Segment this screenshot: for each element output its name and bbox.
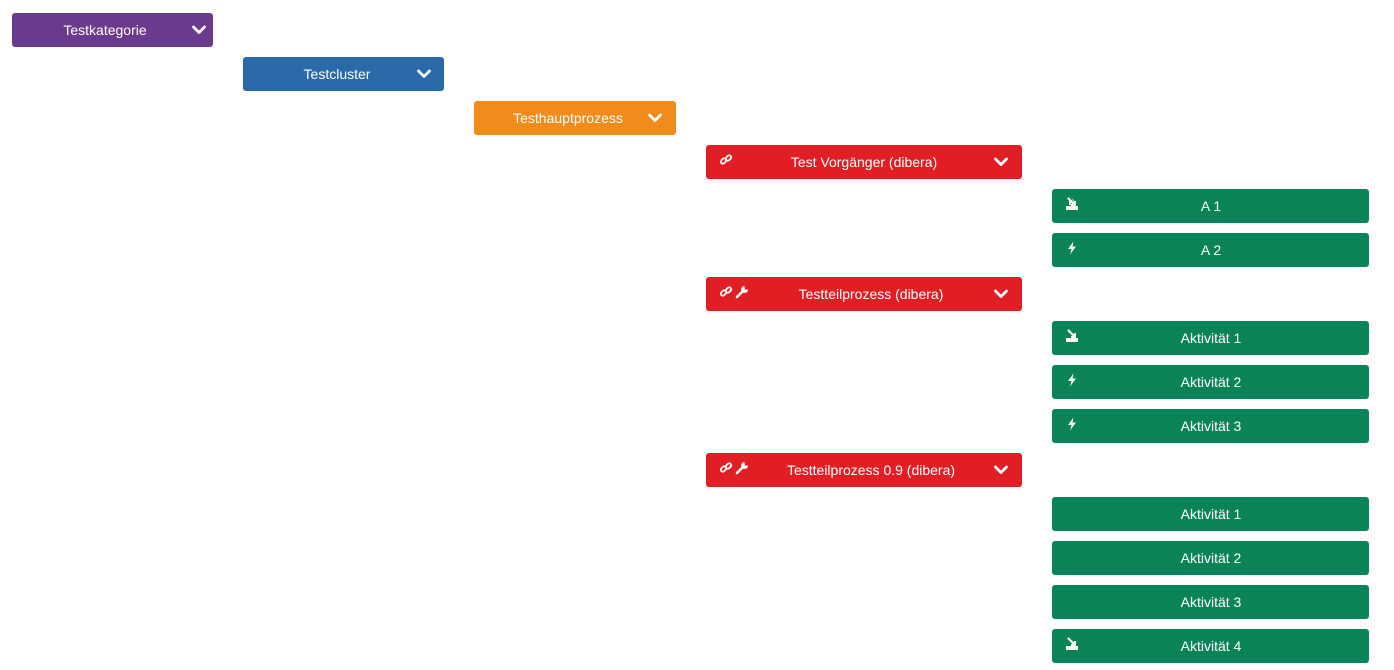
activity-node[interactable]: A 2 — [1052, 233, 1369, 267]
chevron-down-icon[interactable] — [417, 69, 431, 79]
activity-node[interactable]: Aktivität 1 — [1052, 497, 1369, 531]
bolt-icon — [1068, 241, 1076, 255]
sub-process-label: Testteilprozess (dibera) — [798, 286, 944, 302]
activity-icons — [1065, 637, 1079, 651]
process-icons — [719, 153, 733, 167]
activity-node[interactable]: Aktivität 4 — [1052, 629, 1369, 663]
activity-node[interactable]: Aktivität 3 — [1052, 585, 1369, 619]
cluster-label: Testcluster — [303, 66, 371, 82]
chevron-down-icon[interactable] — [648, 113, 662, 123]
activity-icons — [1065, 417, 1079, 431]
activity-icons — [1065, 329, 1079, 343]
chevron-down-icon[interactable] — [994, 289, 1008, 299]
activity-label: A 2 — [1200, 242, 1222, 258]
activity-label: Aktivität 2 — [1180, 550, 1242, 566]
chevron-down-icon[interactable] — [192, 25, 206, 35]
wrench-icon — [735, 286, 748, 299]
activity-label: A 1 — [1200, 198, 1222, 214]
activity-label: Aktivität 3 — [1180, 418, 1242, 434]
main-process-label: Testhauptprozess — [513, 110, 623, 126]
activity-icons — [1065, 373, 1079, 387]
link-icon — [719, 154, 733, 165]
bolt-icon — [1068, 417, 1076, 431]
activity-icons — [1065, 197, 1079, 211]
process-icons — [719, 285, 749, 299]
activity-node[interactable]: Aktivität 1 — [1052, 321, 1369, 355]
activity-label: Aktivität 1 — [1180, 506, 1242, 522]
sub-process-label: Testteilprozess 0.9 (dibera) — [786, 462, 956, 478]
link-icon — [719, 286, 733, 297]
bolt-icon — [1068, 373, 1076, 387]
activity-node[interactable]: Aktivität 3 — [1052, 409, 1369, 443]
activity-label: Aktivität 1 — [1180, 330, 1242, 346]
activity-label: Aktivität 4 — [1180, 638, 1242, 654]
activity-label: Aktivität 3 — [1180, 594, 1242, 610]
chevron-down-icon[interactable] — [994, 465, 1008, 475]
cluster-node[interactable]: Testcluster — [243, 57, 444, 91]
activity-node[interactable]: Aktivität 2 — [1052, 365, 1369, 399]
process-icons — [719, 461, 749, 475]
link-icon — [719, 462, 733, 473]
category-node[interactable]: Testkategorie — [12, 13, 213, 47]
main-process-node[interactable]: Testhauptprozess — [474, 101, 676, 135]
sub-process-label: Test Vorgänger (dibera) — [790, 154, 938, 170]
activity-node[interactable]: Aktivität 2 — [1052, 541, 1369, 575]
chevron-down-icon[interactable] — [994, 157, 1008, 167]
inbox-download-icon — [1066, 197, 1078, 210]
activity-node[interactable]: A 1 — [1052, 189, 1369, 223]
wrench-icon — [735, 462, 748, 475]
activity-label: Aktivität 2 — [1180, 374, 1242, 390]
activity-icons — [1065, 241, 1079, 255]
sub-process-node[interactable]: Testteilprozess 0.9 (dibera) — [706, 453, 1022, 487]
sub-process-node[interactable]: Testteilprozess (dibera) — [706, 277, 1022, 311]
sub-process-node[interactable]: Test Vorgänger (dibera) — [706, 145, 1022, 179]
inbox-download-icon — [1066, 637, 1078, 650]
inbox-download-icon — [1066, 329, 1078, 342]
category-label: Testkategorie — [63, 22, 147, 38]
